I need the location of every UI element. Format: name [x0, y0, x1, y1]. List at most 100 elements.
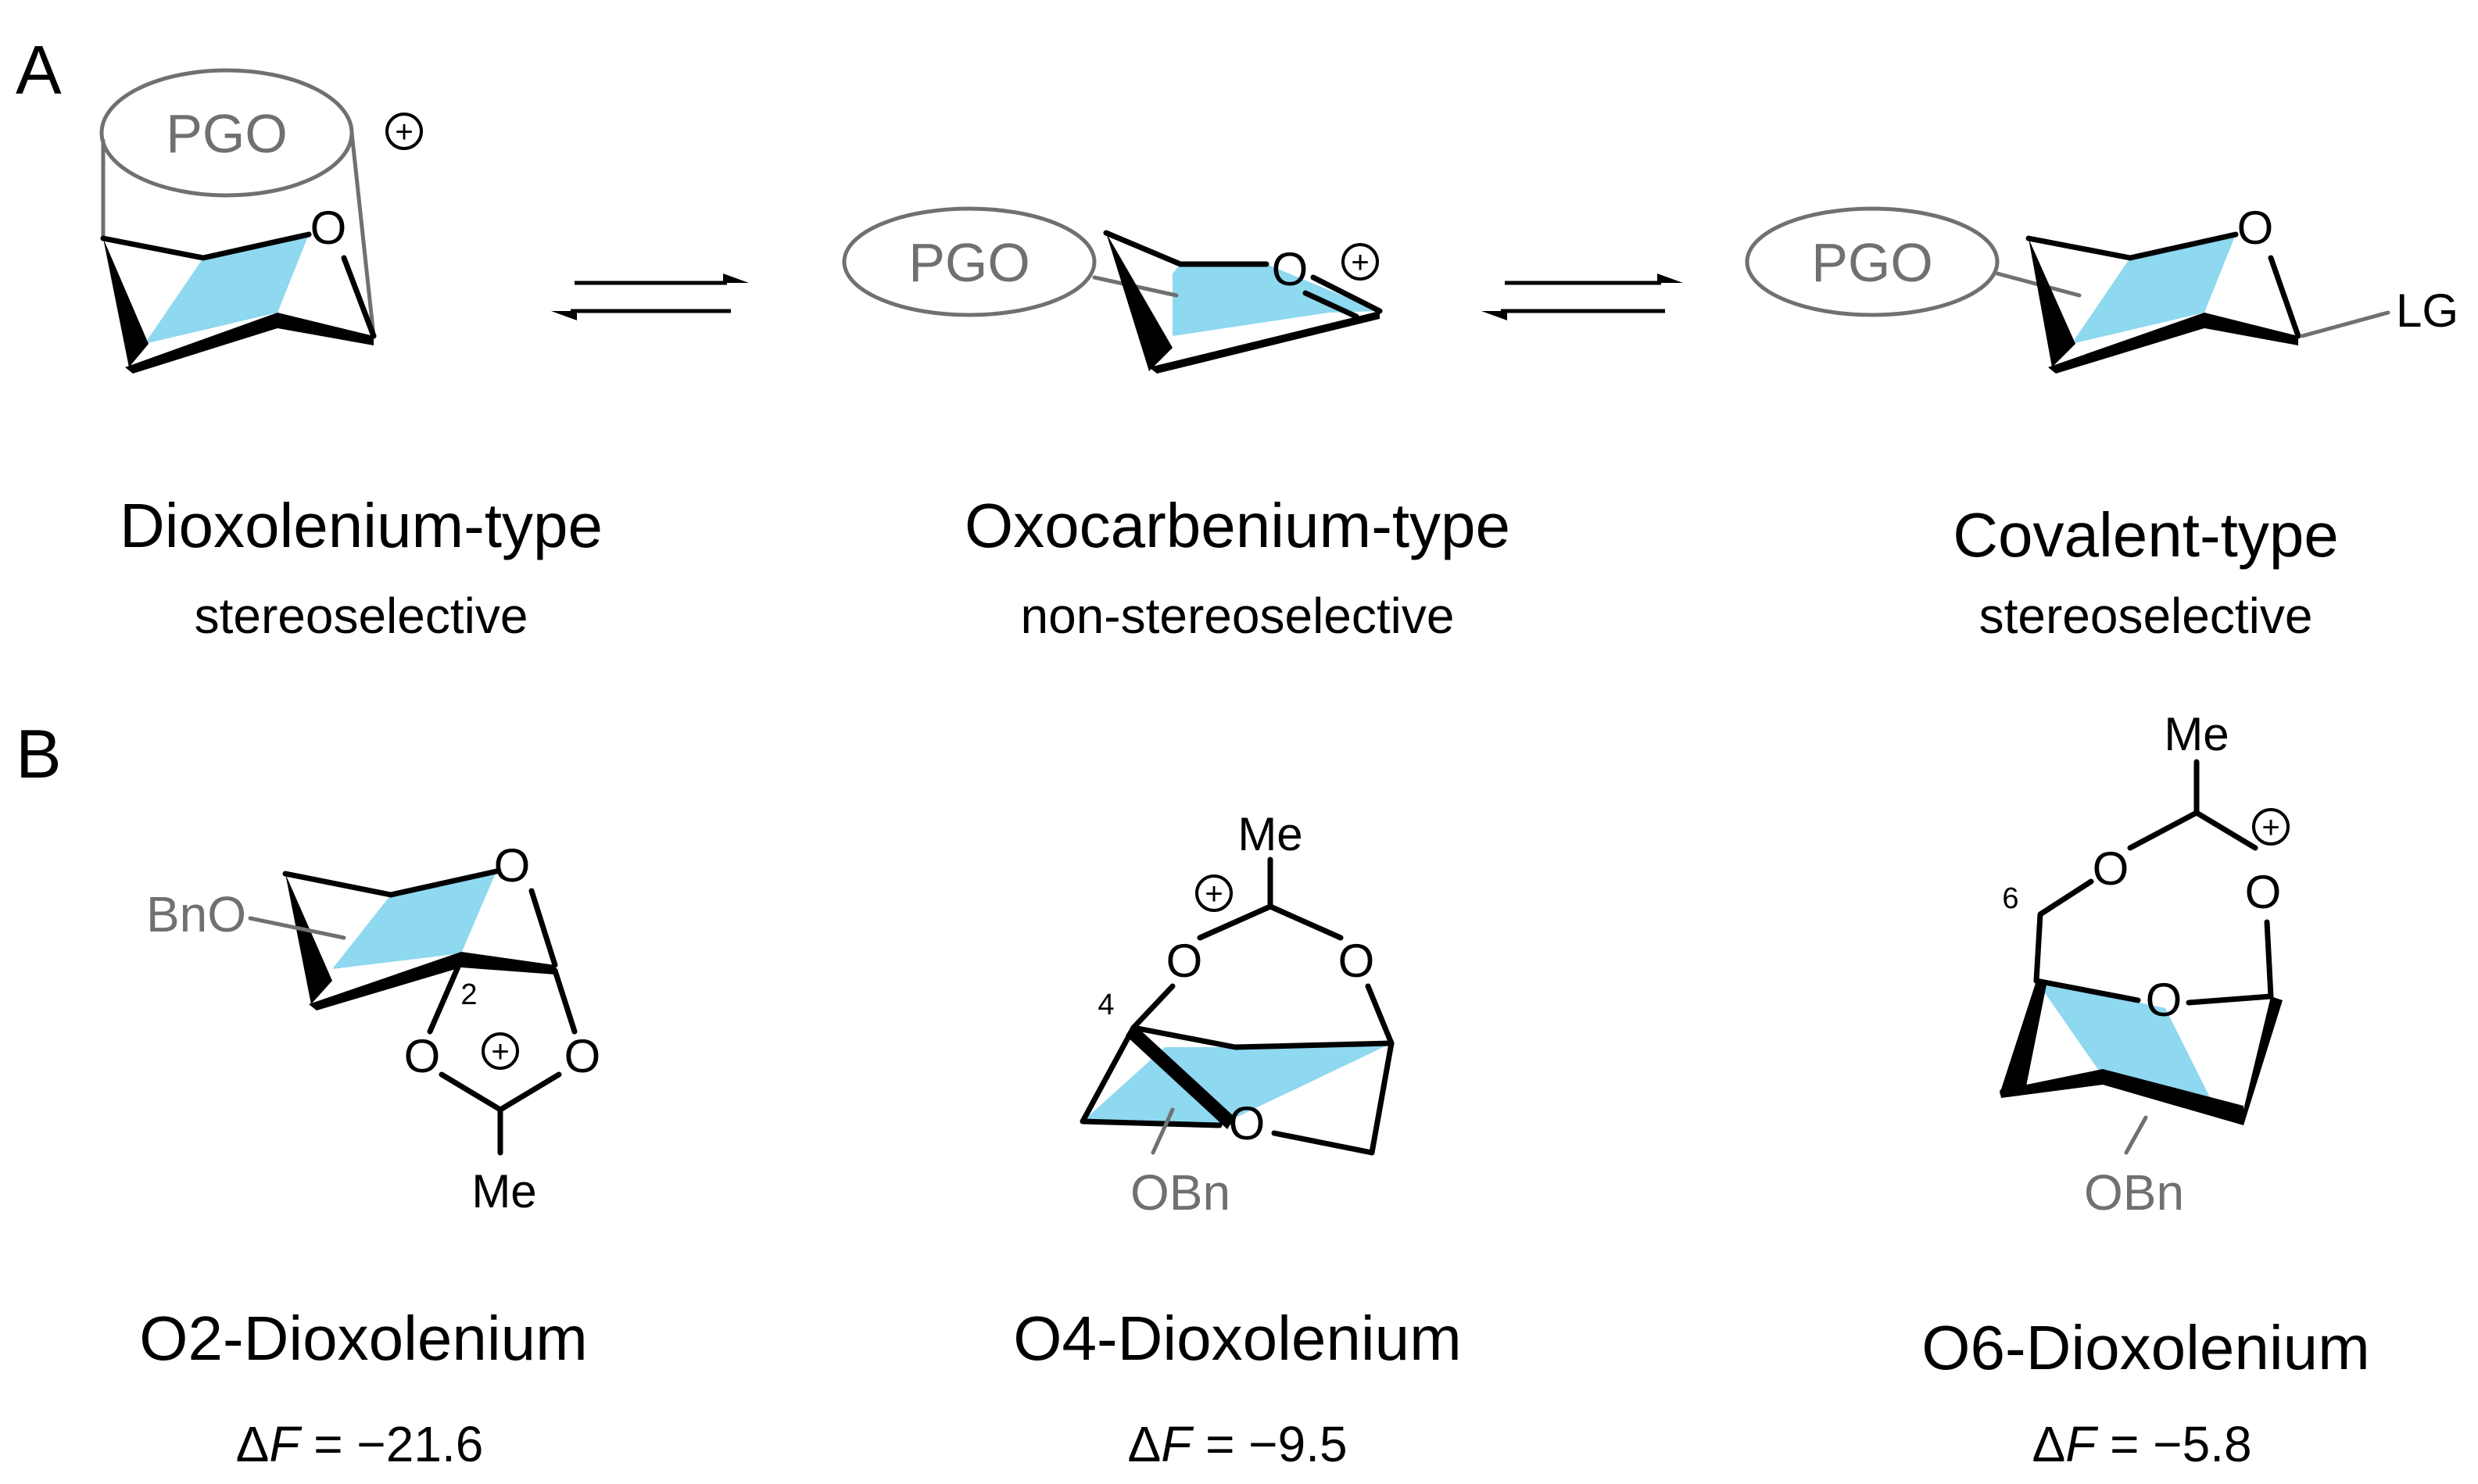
delta-value: = −5.8 — [2096, 1416, 2251, 1472]
dioxolane-c-bonds — [439, 1071, 562, 1113]
charge-circle — [2252, 808, 2290, 846]
c6-chain-bonds — [2033, 878, 2094, 984]
acetal-oxygen-left: O — [2093, 842, 2129, 895]
species-a1-subtitle: stereoselective — [195, 588, 528, 644]
delta-variable: F — [2065, 1416, 2099, 1472]
ring-wedge-left — [103, 238, 149, 367]
ring-wedge-front — [2048, 313, 2204, 374]
ring-wedge-front — [1149, 311, 1380, 374]
bno-bond — [248, 916, 346, 940]
charge-symbol: + — [395, 115, 413, 149]
panel-b-label: B — [16, 715, 62, 792]
delta-symbol: Δ — [236, 1416, 270, 1472]
leaving-group-bond — [2300, 310, 2390, 338]
ring-back-bonds — [282, 868, 500, 898]
ring-wedge-left — [2000, 981, 2046, 1094]
acetal-oxygen-right: O — [2245, 866, 2282, 918]
dioxolane-oxygen-right: O — [564, 1030, 601, 1082]
pgo-ellipse — [1745, 206, 2000, 317]
reverse-arrow-head — [1481, 311, 1507, 320]
ring-face — [2072, 234, 2236, 344]
equilibrium-arrow-2 — [1481, 274, 1683, 320]
acetal-c-bonds — [1197, 903, 1344, 941]
methyl-label: Me — [2164, 708, 2229, 760]
ring-wedge-front — [309, 952, 461, 1010]
ring-oxygen: O — [1229, 1097, 1266, 1150]
ring-wedge-right — [2243, 996, 2283, 1125]
ring-wedge-front — [125, 313, 278, 374]
ring-face — [2036, 981, 2212, 1102]
ring-wedge-right — [461, 952, 555, 974]
methyl-label: Me — [1237, 808, 1302, 860]
ring-oxygen: O — [310, 202, 347, 254]
o4-c4-bond — [1130, 983, 1176, 1031]
oxocarbenium-type-structure: PGO O + — [842, 206, 1383, 374]
ring-oxygen: O — [494, 839, 531, 892]
ring-wedge-front-left — [2000, 1069, 2103, 1098]
acetal-oxygen-right: O — [1338, 935, 1375, 987]
bno-label: BnO — [146, 886, 246, 942]
panel-a-label: A — [16, 31, 62, 109]
ring-back-bonds — [1130, 1024, 1395, 1050]
ring-wedge-left — [1106, 233, 1173, 371]
obn-label: OBn — [2084, 1164, 2184, 1221]
species-a2-subtitle: non-stereoselective — [1021, 588, 1455, 644]
c1-o-bond — [1271, 1130, 1375, 1156]
species-b2-title: O4-Dioxolenium — [1013, 1303, 1462, 1373]
ring-oxygen: O — [1272, 243, 1309, 295]
c1-o-bond — [552, 967, 578, 1035]
ring-left-bonds — [1080, 1024, 1223, 1128]
ring-bond-o-c1 — [528, 888, 558, 968]
ring-face — [332, 871, 496, 969]
pgo-label: PGO — [908, 232, 1030, 293]
species-b2-delta-f: ΔF = −9.5 — [1127, 1416, 1347, 1472]
ring-double-bond-a — [1310, 274, 1383, 314]
forward-arrow-head — [1657, 274, 1683, 283]
equilibrium-arrow-1 — [551, 274, 749, 320]
ring-back-bonds — [100, 231, 312, 261]
species-a1-title: Dioxolenium-type — [120, 491, 603, 560]
ring-wedge-left — [285, 874, 332, 1004]
species-a2-title: Oxocarbenium-type — [965, 491, 1510, 560]
species-a3-title: Covalent-type — [1953, 500, 2339, 570]
acetal-oxygen-left: O — [1166, 935, 1203, 987]
charge-symbol: + — [1351, 245, 1369, 280]
delta-symbol: Δ — [1127, 1416, 1161, 1472]
leaving-group-label: LG — [2396, 284, 2458, 337]
ring-wedge-right — [278, 313, 374, 345]
delta-variable: F — [1161, 1416, 1194, 1472]
charge-circle — [1195, 874, 1233, 912]
position-label-6: 6 — [2002, 882, 2018, 915]
cone-right-line — [349, 131, 376, 338]
ring-back-bonds — [2025, 231, 2239, 261]
species-b1-title: O2-Dioxolenium — [139, 1303, 588, 1373]
o-c1-ring-bond — [2186, 993, 2274, 1006]
ring-face — [145, 234, 309, 344]
o4-dioxolenium-structure: Me + O O 4 O OBn — [1080, 808, 1395, 1221]
dioxolane-oxygen-left: O — [404, 1030, 441, 1082]
acetal-c-bonds — [2127, 810, 2258, 851]
charge-symbol: + — [491, 1035, 509, 1069]
ring-oxygen: O — [2146, 974, 2183, 1026]
obn-bond — [2124, 1115, 2148, 1155]
forward-arrow-head — [723, 274, 749, 283]
obn-label: OBn — [1130, 1164, 1230, 1221]
species-b3-delta-f: ΔF = −5.8 — [2032, 1416, 2251, 1472]
charge-circle — [1341, 243, 1379, 281]
species-b3-title: O6-Dioxolenium — [1921, 1313, 2370, 1382]
o2-dioxolenium-structure: O BnO 2 O O + Me — [146, 839, 600, 1218]
pgo-ellipse — [842, 206, 1097, 317]
obn-bond — [1151, 1107, 1175, 1155]
o6-dioxolenium-structure: Me + O O 6 O OBn — [2000, 708, 2290, 1221]
ring-bond-o-c1 — [341, 255, 377, 339]
ring-wedge-front-right — [2103, 1069, 2243, 1125]
methyl-label: Me — [471, 1165, 536, 1218]
o-c1-bond — [2264, 919, 2274, 999]
reverse-arrow-head — [551, 311, 577, 320]
species-a3-subtitle: stereoselective — [1979, 588, 2313, 644]
ring-double-bond-b — [1302, 290, 1359, 320]
ring-bond-o-c1 — [2268, 255, 2301, 339]
dioxolenium-type-structure: PGO O + — [99, 68, 423, 374]
